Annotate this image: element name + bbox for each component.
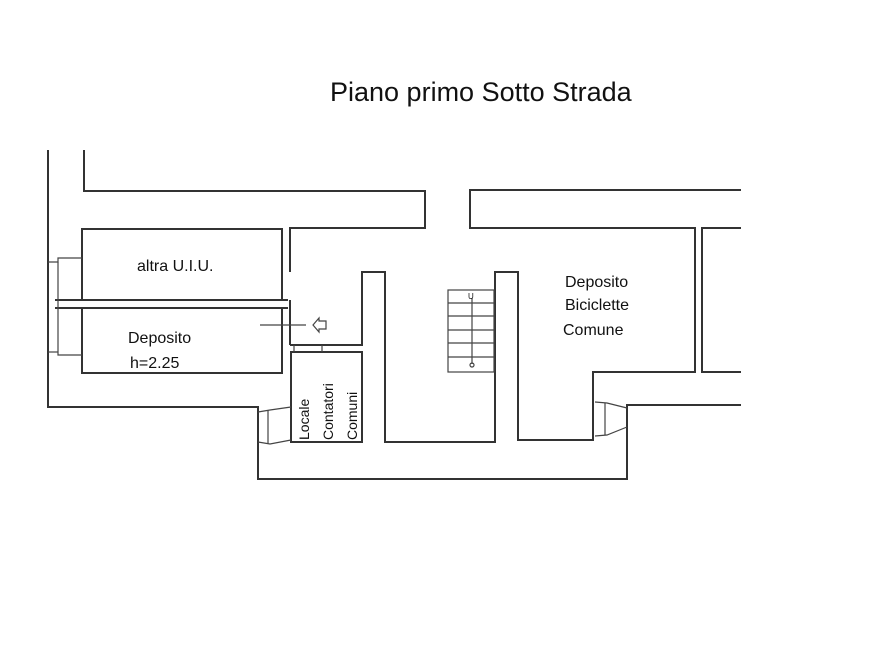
- room-label-locale-3: Comuni: [344, 392, 360, 440]
- room-label-bici-1: Deposito: [565, 274, 628, 291]
- room-label-altra: altra U.I.U.: [137, 258, 213, 275]
- room-label-locale-1: Locale: [296, 399, 312, 440]
- entrance-arrow: [260, 316, 327, 334]
- staircase: U: [447, 289, 495, 373]
- room-label-deposito: Deposito: [128, 330, 191, 347]
- room-label-locale-2: Contatori: [320, 383, 336, 440]
- walls: [47, 150, 741, 480]
- room-label-bici-3: Comune: [563, 322, 624, 339]
- room-label-bici-2: Biciclette: [565, 297, 629, 314]
- room-height-deposito: h=2.25: [130, 355, 179, 372]
- locale-contatori-room: [290, 351, 363, 443]
- stair-direction-label: U: [468, 292, 474, 301]
- arrow-left-icon: [312, 316, 327, 334]
- plan-title: Piano primo Sotto Strada: [330, 77, 633, 107]
